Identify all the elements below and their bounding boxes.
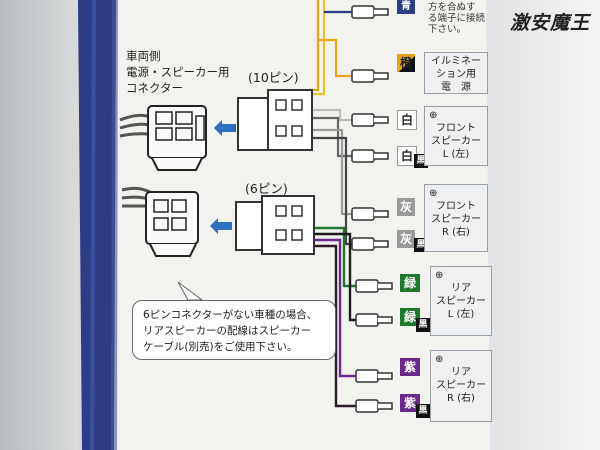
blue-band-highlight [90, 0, 96, 450]
vehicle-connector-10pin [119, 105, 207, 171]
illumination-line-2: ション用 [436, 69, 476, 80]
top-text-line-1: 方を合ぬす [428, 2, 476, 13]
vehicle-side-label: 車両側 電源・スピーカー用 コネクター [126, 48, 230, 96]
rear-right-line-1: リア [451, 367, 471, 378]
arrow-left-icon [210, 218, 232, 234]
rear-right-line-3: R (右) [447, 393, 475, 404]
vehicle-side-line-3: コネクター [126, 81, 184, 95]
top-partial-text: 方を合ぬす る端子に接続 下さい。 [428, 2, 485, 35]
note-callout: 6ピンコネクターがない車種の場合、 リアスピーカーの配線はスピーカー ケーブル(… [132, 300, 336, 360]
front-right-line-3: R (右) [442, 227, 470, 238]
left-edge-background [0, 0, 78, 450]
tag-purple-black: 紫 [400, 394, 420, 412]
tag-green: 緑 [400, 274, 420, 292]
tag-white: 白 [397, 110, 417, 130]
vehicle-connector-6pin [121, 186, 199, 257]
rear-left-line-3: L (左) [447, 309, 475, 320]
illumination-line-1: イルミネー [431, 56, 481, 67]
note-pointer [177, 281, 204, 301]
rear-right-line-2: スピーカー [436, 380, 486, 391]
tag-black-3: 黒 [416, 318, 430, 332]
band-shadow [111, 0, 118, 450]
front-right-box: ⊕ フロント スピーカー R (右) [424, 184, 488, 252]
tag-black-4: 黒 [416, 404, 430, 418]
top-text-line-3: 下さい。 [428, 24, 467, 35]
plus-icon: ⊕ [429, 110, 438, 121]
illumination-box: イルミネー ション用 電 源 [424, 52, 488, 94]
plastic-edge [486, 0, 502, 450]
rear-right-box: ⊕ リア スピーカー R (右) [430, 350, 492, 422]
tag-blue: 青 [397, 0, 415, 14]
plus-icon: ⊕ [435, 270, 444, 281]
rear-left-line-2: スピーカー [436, 296, 486, 307]
tag-purple: 紫 [400, 358, 420, 376]
plus-icon: ⊕ [429, 188, 438, 199]
rear-left-line-1: リア [451, 283, 471, 294]
tag-gray: 灰 [397, 198, 415, 216]
adapter-connector-6pin [235, 195, 315, 255]
front-left-line-3: L (左) [442, 149, 470, 160]
front-left-line-1: フロント [436, 123, 476, 134]
illumination-line-3: 電 源 [441, 82, 471, 93]
front-left-line-2: スピーカー [431, 136, 481, 147]
connector-10pin-label: (10ピン) [248, 70, 299, 85]
vehicle-side-line-1: 車両側 [126, 49, 161, 63]
note-line-2: リアスピーカーの配線はスピーカー [143, 325, 311, 337]
right-edge-background [500, 0, 600, 450]
top-text-line-2: る端子に接続 [428, 13, 486, 24]
tag-green-black: 緑 [400, 308, 420, 326]
front-right-line-1: フロント [436, 201, 476, 212]
plus-icon: ⊕ [435, 354, 444, 365]
front-left-box: ⊕ フロント スピーカー L (左) [424, 106, 488, 166]
adapter-connector-10pin [237, 89, 313, 151]
connector-6pin-label: (6ピン) [245, 181, 288, 196]
blue-band [78, 0, 118, 450]
tag-orange: 橙 [397, 54, 415, 72]
arrow-left-icon [214, 120, 236, 136]
tag-gray-black: 灰 [397, 230, 415, 248]
note-line-1: 6ピンコネクターがない車種の場合、 [143, 309, 318, 321]
vehicle-side-line-2: 電源・スピーカー用 [126, 65, 230, 79]
wire-terminals [351, 5, 393, 413]
rear-left-box: ⊕ リア スピーカー L (左) [430, 266, 492, 336]
front-right-line-2: スピーカー [431, 214, 481, 225]
note-line-3: ケーブル(別売)をご使用下さい。 [143, 341, 298, 353]
watermark-logo: 激安魔王 [510, 12, 591, 34]
